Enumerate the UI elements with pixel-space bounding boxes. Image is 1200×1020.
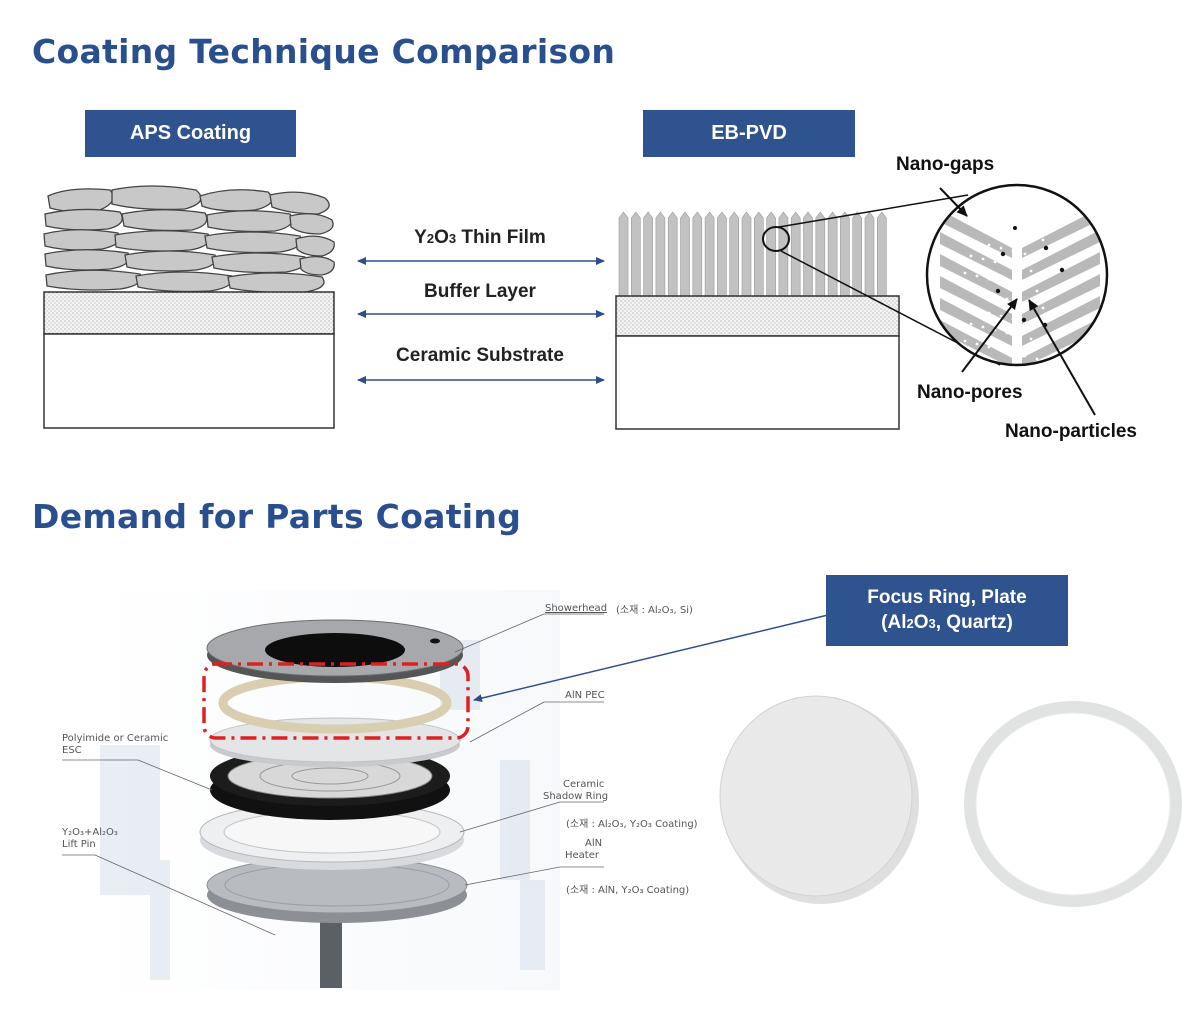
esc-label-line2: ESC (62, 745, 82, 756)
thin-film-o: O (434, 227, 449, 248)
lift-pin-line1: Y₂O₃+Al₂O₃ (62, 827, 118, 838)
heater-line2: Heater (565, 850, 599, 861)
nano-particles-label: Nano-particles (1005, 421, 1137, 442)
shadow-ring-line2: Shadow Ring (543, 791, 609, 802)
ebpvd-label: EB-PVD (643, 110, 855, 157)
esc-label-line1: Polyimide or Ceramic (62, 733, 169, 744)
ebpvd-stack (615, 211, 900, 430)
aps-stack (43, 185, 335, 429)
lift-pin-line2: Lift Pin (62, 839, 96, 850)
chamber-parts-illustration (62, 590, 604, 990)
layer-arrows (357, 257, 605, 384)
showerhead-label: Showerhead (545, 603, 608, 614)
shadow-ring-line1: Ceramic (563, 779, 605, 790)
focus-ring-photo (964, 701, 1182, 907)
columnar-structure (618, 211, 887, 297)
aps-coating-label: APS Coating (85, 110, 296, 157)
focus-ring-arrow (473, 614, 829, 703)
buffer-layer-label: Buffer Layer (424, 281, 536, 302)
showerhead-material: (소재 : Al₂O₃, Si) (616, 605, 693, 616)
focus-plate-photo (719, 695, 919, 904)
section-title-coating-comparison: Coating Technique Comparison (32, 32, 616, 71)
nano-pores-label: Nano-pores (917, 382, 1023, 403)
thin-film-sub-3: 3 (448, 231, 457, 246)
nano-gaps-label: Nano-gaps (896, 154, 995, 175)
heater-line1: AlN (585, 838, 603, 849)
focus-ring-line2: (Al2O3, Quartz) (881, 612, 1013, 633)
section-title-parts-coating: Demand for Parts Coating (32, 497, 522, 536)
aps-splats (43, 185, 335, 294)
thin-film-text: Thin Film (456, 227, 546, 248)
thin-film-y: Y (414, 227, 427, 248)
thin-film-sub-2: 2 (426, 231, 435, 246)
ceramic-substrate-label: Ceramic Substrate (396, 345, 564, 366)
magnified-circle (925, 183, 1109, 367)
shadow-ring-material: (소재 : Al₂O₃, Y₂O₃ Coating) (566, 819, 698, 830)
focus-ring-line1: Focus Ring, Plate (867, 587, 1027, 608)
aln-pec-label: AlN PEC (565, 690, 605, 701)
nano-arrows (939, 187, 1096, 416)
focus-ring-box: Focus Ring, Plate (Al2O3, Quartz) (826, 575, 1068, 646)
heater-material: (소재 : AlN, Y₂O₃ Coating) (566, 885, 690, 896)
thin-film-label: Y2O3 Thin Film (355, 227, 605, 249)
